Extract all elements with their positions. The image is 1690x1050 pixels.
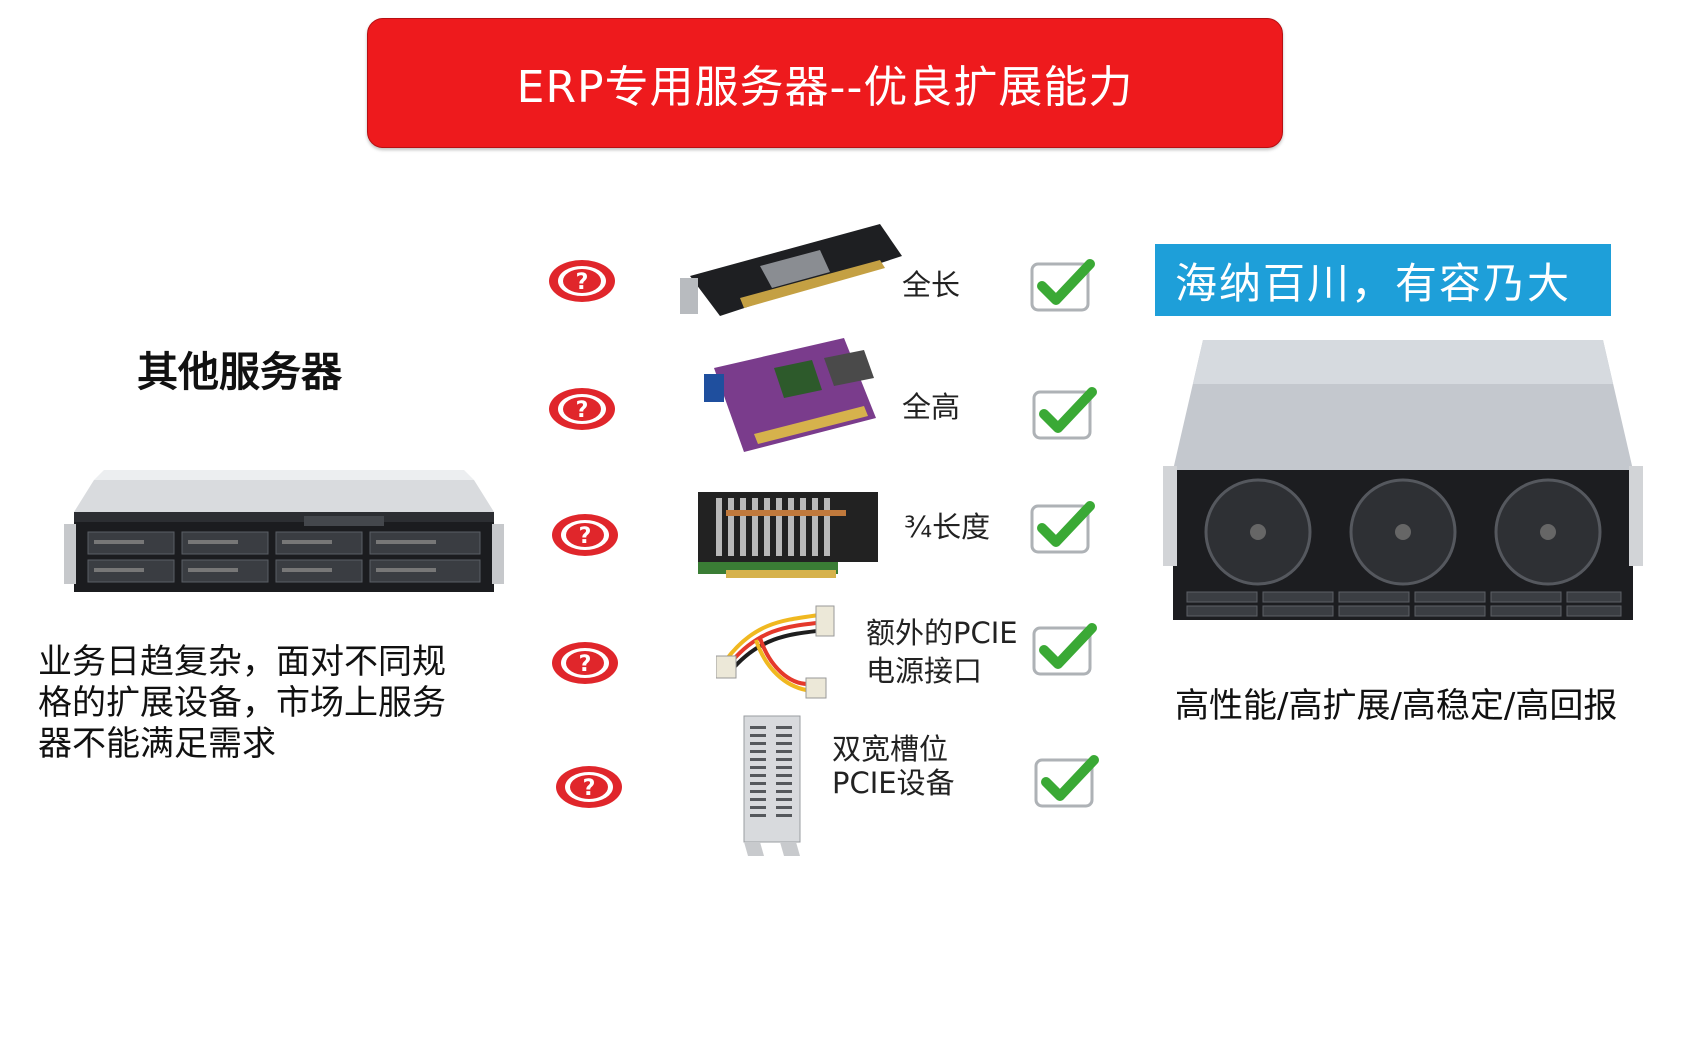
slogan-text: 海纳百川，有容乃大: [1175, 258, 1572, 308]
title-banner: ERP专用服务器--优良扩展能力: [367, 18, 1283, 148]
feature-label-line1: 额外的PCIE: [866, 616, 1018, 650]
check-icon: [1032, 623, 1097, 676]
feature-label-line1: 双宽槽位: [832, 732, 949, 766]
question-icon: ?: [552, 514, 618, 556]
feature-label: 全长: [902, 268, 961, 302]
feature-label: 全高: [902, 390, 961, 424]
dual-width-pcie-bracket-icon: [743, 715, 801, 856]
erp-server-description: 高性能/高扩展/高稳定/高回报: [1175, 686, 1618, 726]
question-icon: ?: [549, 388, 615, 430]
page-title: ERP专用服务器--优良扩展能力: [516, 62, 1134, 113]
check-icon: [1030, 501, 1095, 554]
three-quarter-length-card-icon: [698, 492, 878, 578]
feature-label-line2: PCIE设备: [832, 766, 955, 800]
feature-row-full-length: ? 全长: [0, 224, 1690, 338]
svg-text:?: ?: [576, 398, 589, 423]
question-icon: ?: [556, 766, 622, 808]
erp-server-image: [1163, 340, 1643, 620]
feature-label-line2: 电源接口: [866, 654, 983, 688]
question-icon: ?: [552, 642, 618, 684]
full-length-pcie-card-icon: [680, 224, 902, 316]
check-icon: [1034, 755, 1099, 808]
slogan-banner: 海纳百川，有容乃大: [1155, 244, 1611, 316]
svg-text:?: ?: [576, 270, 589, 295]
other-servers-heading: 其他服务器: [137, 348, 342, 396]
other-servers-description: 业务日趋复杂，面对不同规格的扩展设备，市场上服务器不能满足需求: [38, 642, 446, 764]
check-icon: [1032, 387, 1097, 440]
feature-label: ¾长度: [904, 510, 991, 544]
other-server-image: [64, 470, 504, 592]
feature-row-full-height: ? 全高: [0, 338, 1690, 462]
question-icon: ?: [549, 260, 615, 302]
check-icon: [1030, 259, 1095, 312]
svg-text:?: ?: [579, 524, 592, 549]
feature-row-extra-pcie-power: ? 额外的PCIE 电源接口: [0, 600, 1690, 710]
feature-row-three-quarter-length: ? ¾长度: [0, 478, 1690, 588]
pcie-power-cable-icon: [716, 605, 835, 699]
svg-text:?: ?: [579, 652, 592, 677]
feature-row-dual-width-slot: ? 双宽槽位 PCIE设备: [0, 715, 1690, 856]
svg-text:?: ?: [583, 776, 596, 801]
full-height-graphics-card-icon: [704, 338, 876, 452]
